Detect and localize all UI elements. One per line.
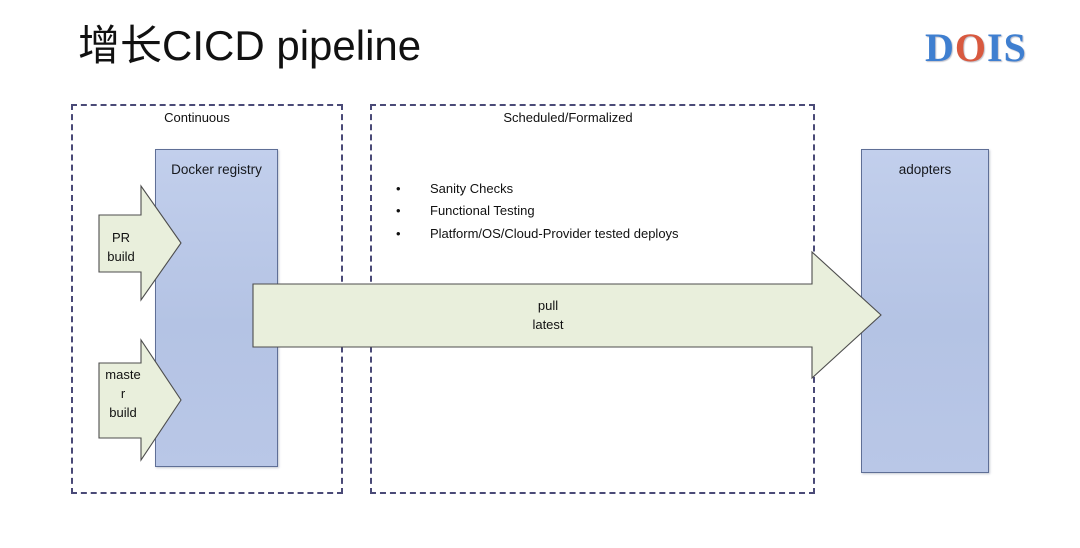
logo-letter-s: S bbox=[1003, 25, 1027, 70]
bullet-marker-icon: • bbox=[396, 203, 401, 219]
pull-latest-arrow-label: pull latest bbox=[532, 298, 564, 332]
pr-build-arrow-label: PR build bbox=[107, 230, 135, 264]
logo-letter-d: D bbox=[925, 25, 955, 70]
bullet-marker-icon: • bbox=[396, 181, 401, 196]
bullet-marker-icon: • bbox=[396, 225, 401, 241]
master-build-arrow-label: maste r build bbox=[105, 367, 141, 420]
adopters-box[interactable]: adopters bbox=[861, 149, 989, 473]
phase-label-continuous: Continuous bbox=[164, 110, 230, 125]
logo-letter-i: I bbox=[987, 25, 1004, 70]
scheduled-bullet-list: • Sanity Checks • Functional Testing • P… bbox=[396, 180, 679, 247]
bullet-text: Functional Testing bbox=[430, 203, 535, 219]
list-item: • Sanity Checks bbox=[396, 180, 679, 198]
bullet-text: Platform/OS/Cloud-Provider tested deploy… bbox=[430, 225, 679, 241]
dois-logo: DOIS bbox=[925, 28, 1027, 68]
list-item: • Platform/OS/Cloud-Provider tested depl… bbox=[396, 225, 679, 243]
list-item: • Functional Testing bbox=[396, 202, 679, 220]
bullet-text: Sanity Checks bbox=[430, 181, 514, 196]
phase-label-scheduled: Scheduled/Formalized bbox=[503, 110, 633, 125]
adopters-label: adopters bbox=[898, 162, 952, 177]
docker-registry-box[interactable]: Docker registry bbox=[155, 149, 278, 467]
logo-letter-o: O bbox=[954, 25, 988, 70]
page-title: 增长CICD pipeline bbox=[78, 22, 422, 69]
docker-registry-label: Docker registry bbox=[171, 162, 262, 177]
